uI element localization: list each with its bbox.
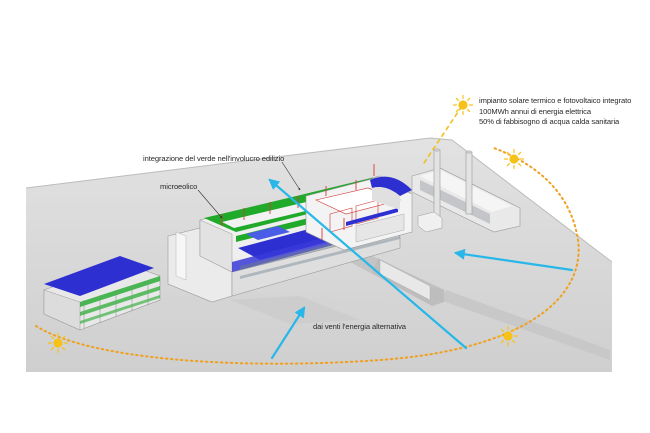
micro-wind-leader: [197, 189, 223, 219]
sun-icon: [503, 148, 525, 170]
green-roof-leader: [281, 161, 301, 191]
right-buildings: [411, 148, 521, 233]
sun-path-arc: [35, 147, 580, 365]
wind-arrow: [270, 306, 306, 360]
solar-annotation: impianto solare termico e fotovoltaico i…: [479, 96, 631, 128]
micro-wind-label: microeolico: [160, 182, 198, 191]
sun-beam: [421, 105, 463, 167]
solar-annotation-line-1: impianto solare termico e fotovoltaico i…: [479, 96, 632, 105]
sun-icon: [452, 94, 474, 116]
leader-lines: [197, 161, 301, 219]
solar-annotation-line-3: 50% di fabbisogno di acqua calda sanitar…: [479, 117, 620, 126]
solar-annotation-line-2: 100MWh annui di energia elettrica: [479, 106, 591, 116]
wind-arrow: [453, 248, 574, 272]
green-roof-label: integrazione del verde nell'involucro ed…: [143, 154, 285, 163]
lowered-court: [372, 258, 444, 306]
sun-icon: [497, 325, 519, 347]
wind-arrow: [268, 178, 468, 350]
sun-icon: [47, 332, 69, 354]
left-building: [43, 256, 161, 331]
solar-panel-roof: [44, 256, 154, 296]
winds-label: dai venti l'energia alternativa: [313, 322, 406, 331]
micro-wind-turbines: [221, 164, 375, 240]
blue-canopy: [370, 176, 412, 196]
main-building: [167, 164, 413, 303]
wind-arrows: [268, 178, 574, 360]
